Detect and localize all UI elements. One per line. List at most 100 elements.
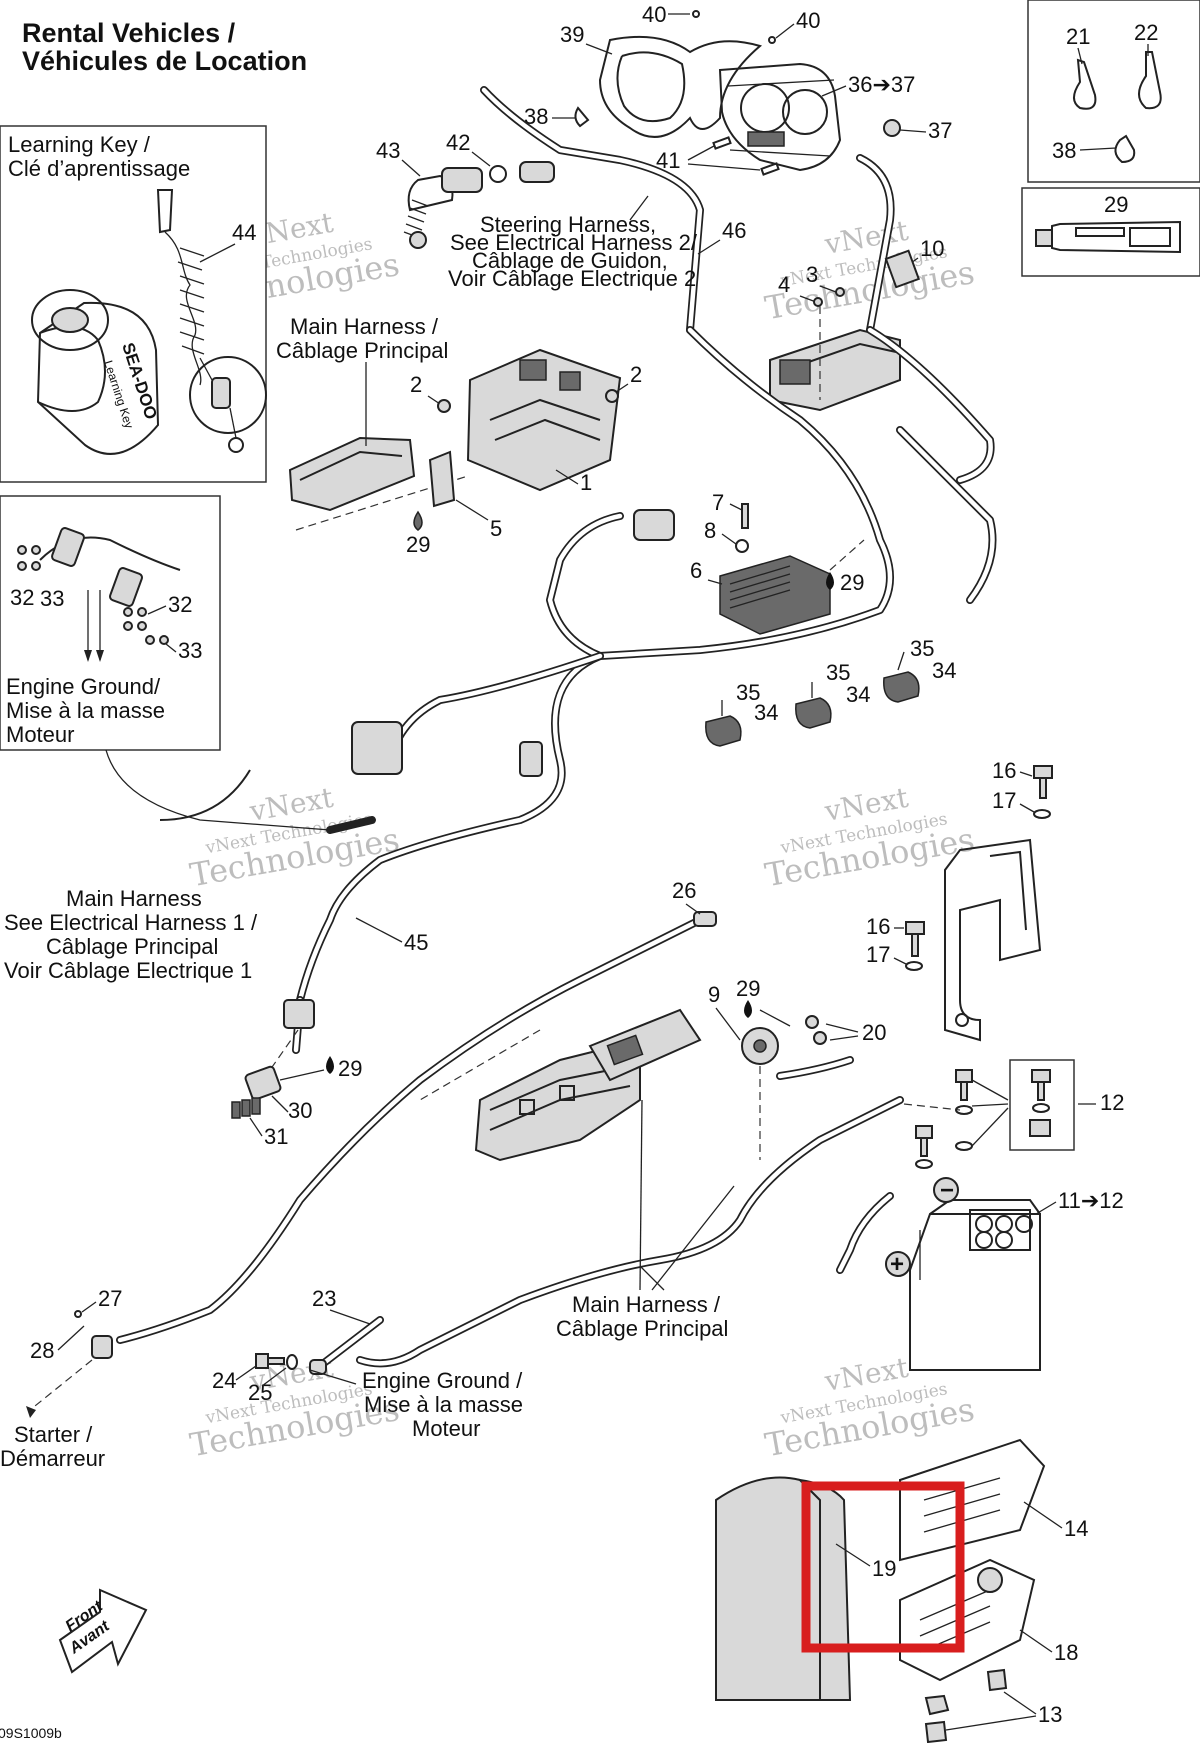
part-16-mid: 16 <box>866 914 890 939</box>
starter-label-en: Starter / <box>14 1422 93 1447</box>
main-harness-mid-label-2: See Electrical Harness 1 / <box>4 910 258 935</box>
cluster-bezel-illustration <box>598 35 763 138</box>
part-34-c: 34 <box>932 658 956 683</box>
tray-18-illustration <box>899 1558 1036 1682</box>
engine-ground-left-label-3: Moteur <box>6 722 74 747</box>
main-harness-top-label-en: Main Harness / <box>290 314 439 339</box>
fuse-box-right-illustration <box>769 328 901 412</box>
part-11-12: 11➔12 <box>1058 1188 1124 1213</box>
main-harness-top-label-fr: Câblage Principal <box>276 338 448 363</box>
part-32-left: 32 <box>10 585 34 610</box>
part-46: 46 <box>722 218 746 243</box>
main-harness-mid-label-3: Câblage Principal <box>46 934 218 959</box>
main-harness-mid-label-4: Voir Câblage Electrique 1 <box>4 958 252 983</box>
starter-label-fr: Démarreur <box>0 1446 105 1471</box>
part-39: 39 <box>560 22 584 47</box>
connector-plug-illustration <box>633 509 675 541</box>
main-harness-lower-illustration <box>474 1008 702 1162</box>
part-21: 21 <box>1066 24 1090 49</box>
part-8: 8 <box>704 518 716 543</box>
battery-box-19-illustration <box>715 1476 852 1701</box>
part-2-left: 2 <box>410 372 422 397</box>
engine-ground-bottom-label-1: Engine Ground / <box>362 1368 523 1393</box>
part-13: 13 <box>1038 1702 1062 1727</box>
part-33-left: 33 <box>40 586 64 611</box>
part-30: 30 <box>288 1098 312 1123</box>
solenoid-illustration <box>741 1015 827 1065</box>
part-36-37: 36➔37 <box>848 72 915 97</box>
part-32-right: 32 <box>168 592 192 617</box>
part-28: 28 <box>30 1338 54 1363</box>
part-18: 18 <box>1054 1640 1078 1665</box>
grease-tube-illustration <box>1035 220 1181 254</box>
clamp-22-illustration <box>1138 51 1162 110</box>
connector-5-illustration <box>428 450 456 508</box>
part-31: 31 <box>264 1124 288 1149</box>
footer-code: 09S1009b <box>0 1725 62 1741</box>
part-35-a: 35 <box>736 680 760 705</box>
part-20: 20 <box>862 1020 886 1045</box>
steering-harness-label-1: Steering Harness, <box>480 212 656 237</box>
harness-connector-30-top <box>283 999 315 1029</box>
bracket-1-illustration <box>466 348 622 492</box>
part-44: 44 <box>232 220 256 245</box>
watermark-3: vNext vNext Technologies Technologies <box>187 781 402 895</box>
clamp-21-illustration <box>1073 58 1097 110</box>
main-harness-mid-label-1: Main Harness <box>66 886 202 911</box>
nuts-13-illustration <box>924 1668 1008 1743</box>
engine-ground-left-label-2: Mise à la masse <box>6 698 165 723</box>
fuse-box-top-illustration <box>288 436 416 512</box>
lanyard-illustration <box>403 161 555 249</box>
tray-14-illustration <box>899 1438 1046 1562</box>
grease-drop-icon-3 <box>326 1056 334 1074</box>
part-23: 23 <box>312 1286 336 1311</box>
steering-harness-label-4: Voir Câblage Electrique 2 <box>448 266 696 291</box>
front-arrow-icon: Front Avant <box>58 1588 148 1674</box>
part-3: 3 <box>806 262 818 287</box>
part-16-top: 16 <box>992 758 1016 783</box>
connector-30-illustration <box>244 1065 282 1101</box>
ground-cable-23-illustration <box>309 1316 384 1375</box>
starter-terminal-illustration <box>91 1335 113 1359</box>
steering-harness-label-3: Câblage de Guidon, <box>472 248 668 273</box>
cable-terminal-26-illustration <box>693 911 717 927</box>
part-34-a: 34 <box>754 700 778 725</box>
part-14: 14 <box>1064 1516 1088 1541</box>
engine-ground-bolts-illustration <box>17 527 181 662</box>
battery-illustration <box>909 1199 1041 1371</box>
part-7: 7 <box>712 490 724 515</box>
harness-connector-illustration <box>351 721 403 775</box>
battery-bolts-illustration <box>915 1069 973 1169</box>
part-33-right: 33 <box>178 638 202 663</box>
part-29-drop-30: 29 <box>338 1056 362 1081</box>
part-10: 10 <box>920 236 944 261</box>
steering-harness-label-2: See Electrical Harness 2/ <box>450 230 698 255</box>
part-1: 1 <box>580 470 592 495</box>
part-35-b: 35 <box>826 660 850 685</box>
part-25: 25 <box>248 1380 272 1405</box>
part-43: 43 <box>376 138 400 163</box>
main-harness-bottom-label-en: Main Harness / <box>572 1292 721 1317</box>
part-29-drop-6: 29 <box>840 570 864 595</box>
part-2-right: 2 <box>630 362 642 387</box>
engine-ground-bottom-label-2: Mise à la masse <box>364 1392 523 1417</box>
part-38-inset: 38 <box>1052 138 1076 163</box>
part-17-mid: 17 <box>866 942 890 967</box>
part-27: 27 <box>98 1286 122 1311</box>
clamp-34-b <box>795 697 832 729</box>
part-5: 5 <box>490 516 502 541</box>
grease-drop-icon-1 <box>413 510 423 531</box>
diagram-title-fr: Véhicules de Location <box>22 46 307 76</box>
engine-ground-left-label-1: Engine Ground/ <box>6 674 161 699</box>
watermark-4: vNext vNext Technologies Technologies <box>762 781 977 895</box>
part-35-c: 35 <box>910 636 934 661</box>
part-45: 45 <box>404 930 428 955</box>
part-40-top: 40 <box>642 2 666 27</box>
battery-negative-label: − <box>940 1177 954 1204</box>
gauge-cluster-illustration <box>718 62 842 172</box>
part-26: 26 <box>672 878 696 903</box>
grease-drop-icon-4 <box>744 1000 752 1018</box>
hardware-12-illustration <box>1029 1069 1051 1137</box>
part-19: 19 <box>872 1556 896 1581</box>
